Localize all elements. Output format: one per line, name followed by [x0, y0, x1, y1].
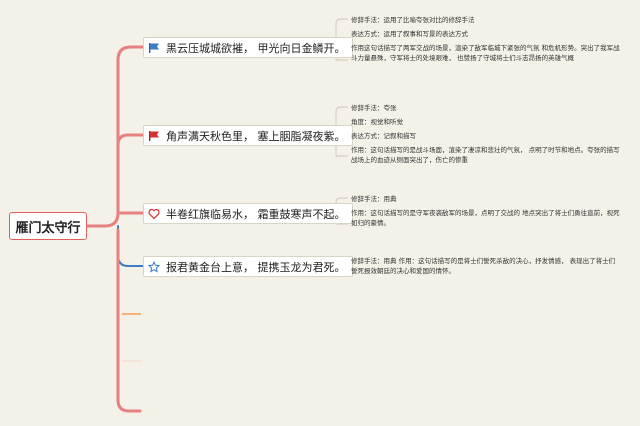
root-topic[interactable]: 雁门太守行 [9, 212, 87, 240]
branch-line-4 [117, 225, 144, 267]
branch-line-5 [116, 228, 142, 413]
detail-text: 作用：这句话描写的是战斗场面，渲染了凄凉和悲壮的气氛， 点明了时节和地点。夸张的… [351, 146, 620, 164]
branch-topic-3[interactable]: 半卷红旗临易水， 霜重鼓寒声不起。 [143, 203, 353, 224]
detail-text: 修辞手法：运用了比喻夸张对比的修辞手法 [351, 16, 475, 24]
branch-line-1 [85, 45, 145, 228]
detail-text: 表达方式：记叙和描写 [351, 132, 416, 140]
branch-text-3: 半卷红旗临易水， 霜重鼓寒声不起。 [166, 207, 346, 221]
branch-text-2: 角声满天秋色里， 塞上胭脂凝夜紫。 [166, 129, 346, 143]
star-icon [148, 260, 160, 273]
branch-details-1: 修辞手法：运用了比喻夸张对比的修辞手法 表达方式：运用了叙事和写景的表达方式 作… [351, 15, 621, 67]
branch-line-2 [116, 133, 145, 202]
detail-text: 修辞手法：用典 [351, 195, 397, 203]
heart-icon [148, 208, 160, 220]
detail-text: 表达方式：运用了叙事和写景的表达方式 [351, 30, 468, 38]
branch-topic-1[interactable]: 黑云压城城欲摧， 甲光向日金鳞开。 [143, 37, 353, 58]
branch-text-1: 黑云压城城欲摧， 甲光向日金鳞开。 [166, 41, 346, 55]
detail-text: 作用这句话描写了两军交战的场景，渲染了敌军临城下紧张的气氛 和危机形势。突出了我… [351, 44, 620, 62]
branch-details-4: 修辞手法：用典 作用：这句话描写的是将士们誓死杀敌的决心，抒发情感， 表现出了将… [351, 256, 621, 280]
branch-topic-4[interactable]: 报君黄金台上意， 提携玉龙为君死。 [143, 256, 353, 277]
branch-topic-2[interactable]: 角声满天秋色里， 塞上胭脂凝夜紫。 [143, 125, 353, 146]
detail-text: 作用：这句话描写的是守军夜袭敌军的场景，点明了交战的 地点突出了将士们勇往直前，… [351, 209, 620, 227]
detail-text: 修辞手法：用典 作用：这句话描写的是将士们誓死杀敌的决心，抒发情感， 表现出了将… [351, 257, 616, 275]
blue-flag-icon [148, 42, 160, 54]
detail-text: 角度：视觉和听觉 [351, 118, 403, 126]
red-flag-icon [148, 130, 160, 142]
branch-details-3: 修辞手法：用典 作用：这句话描写的是守军夜袭敌军的场景，点明了交战的 地点突出了… [351, 194, 621, 232]
branch-text-4: 报君黄金台上意， 提携玉龙为君死。 [166, 260, 346, 274]
branch-details-2: 修辞手法：夸张 角度：视觉和听觉 表达方式：记叙和描写 作用：这句话描写的是战斗… [351, 103, 621, 169]
detail-text: 修辞手法：夸张 [351, 104, 397, 112]
root-title: 雁门太守行 [15, 220, 81, 236]
